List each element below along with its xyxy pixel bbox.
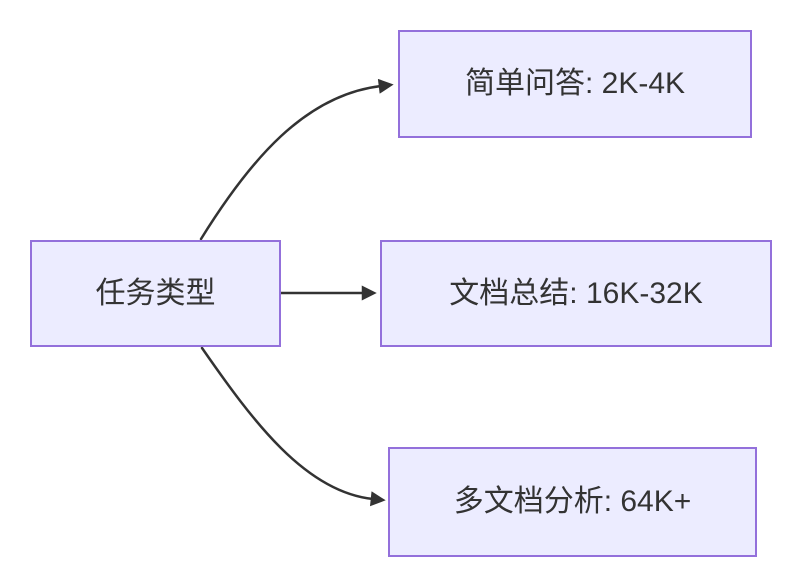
node-task-type: 任务类型 — [30, 240, 281, 347]
node-simple-qa: 简单问答: 2K-4K — [398, 30, 752, 138]
node-multi-doc: 多文档分析: 64K+ — [388, 447, 757, 557]
edge-task-type-to-multi-doc — [200, 346, 386, 507]
edge-task-type-to-simple-qa — [199, 78, 394, 241]
node-doc-summary: 文档总结: 16K-32K — [380, 240, 772, 347]
